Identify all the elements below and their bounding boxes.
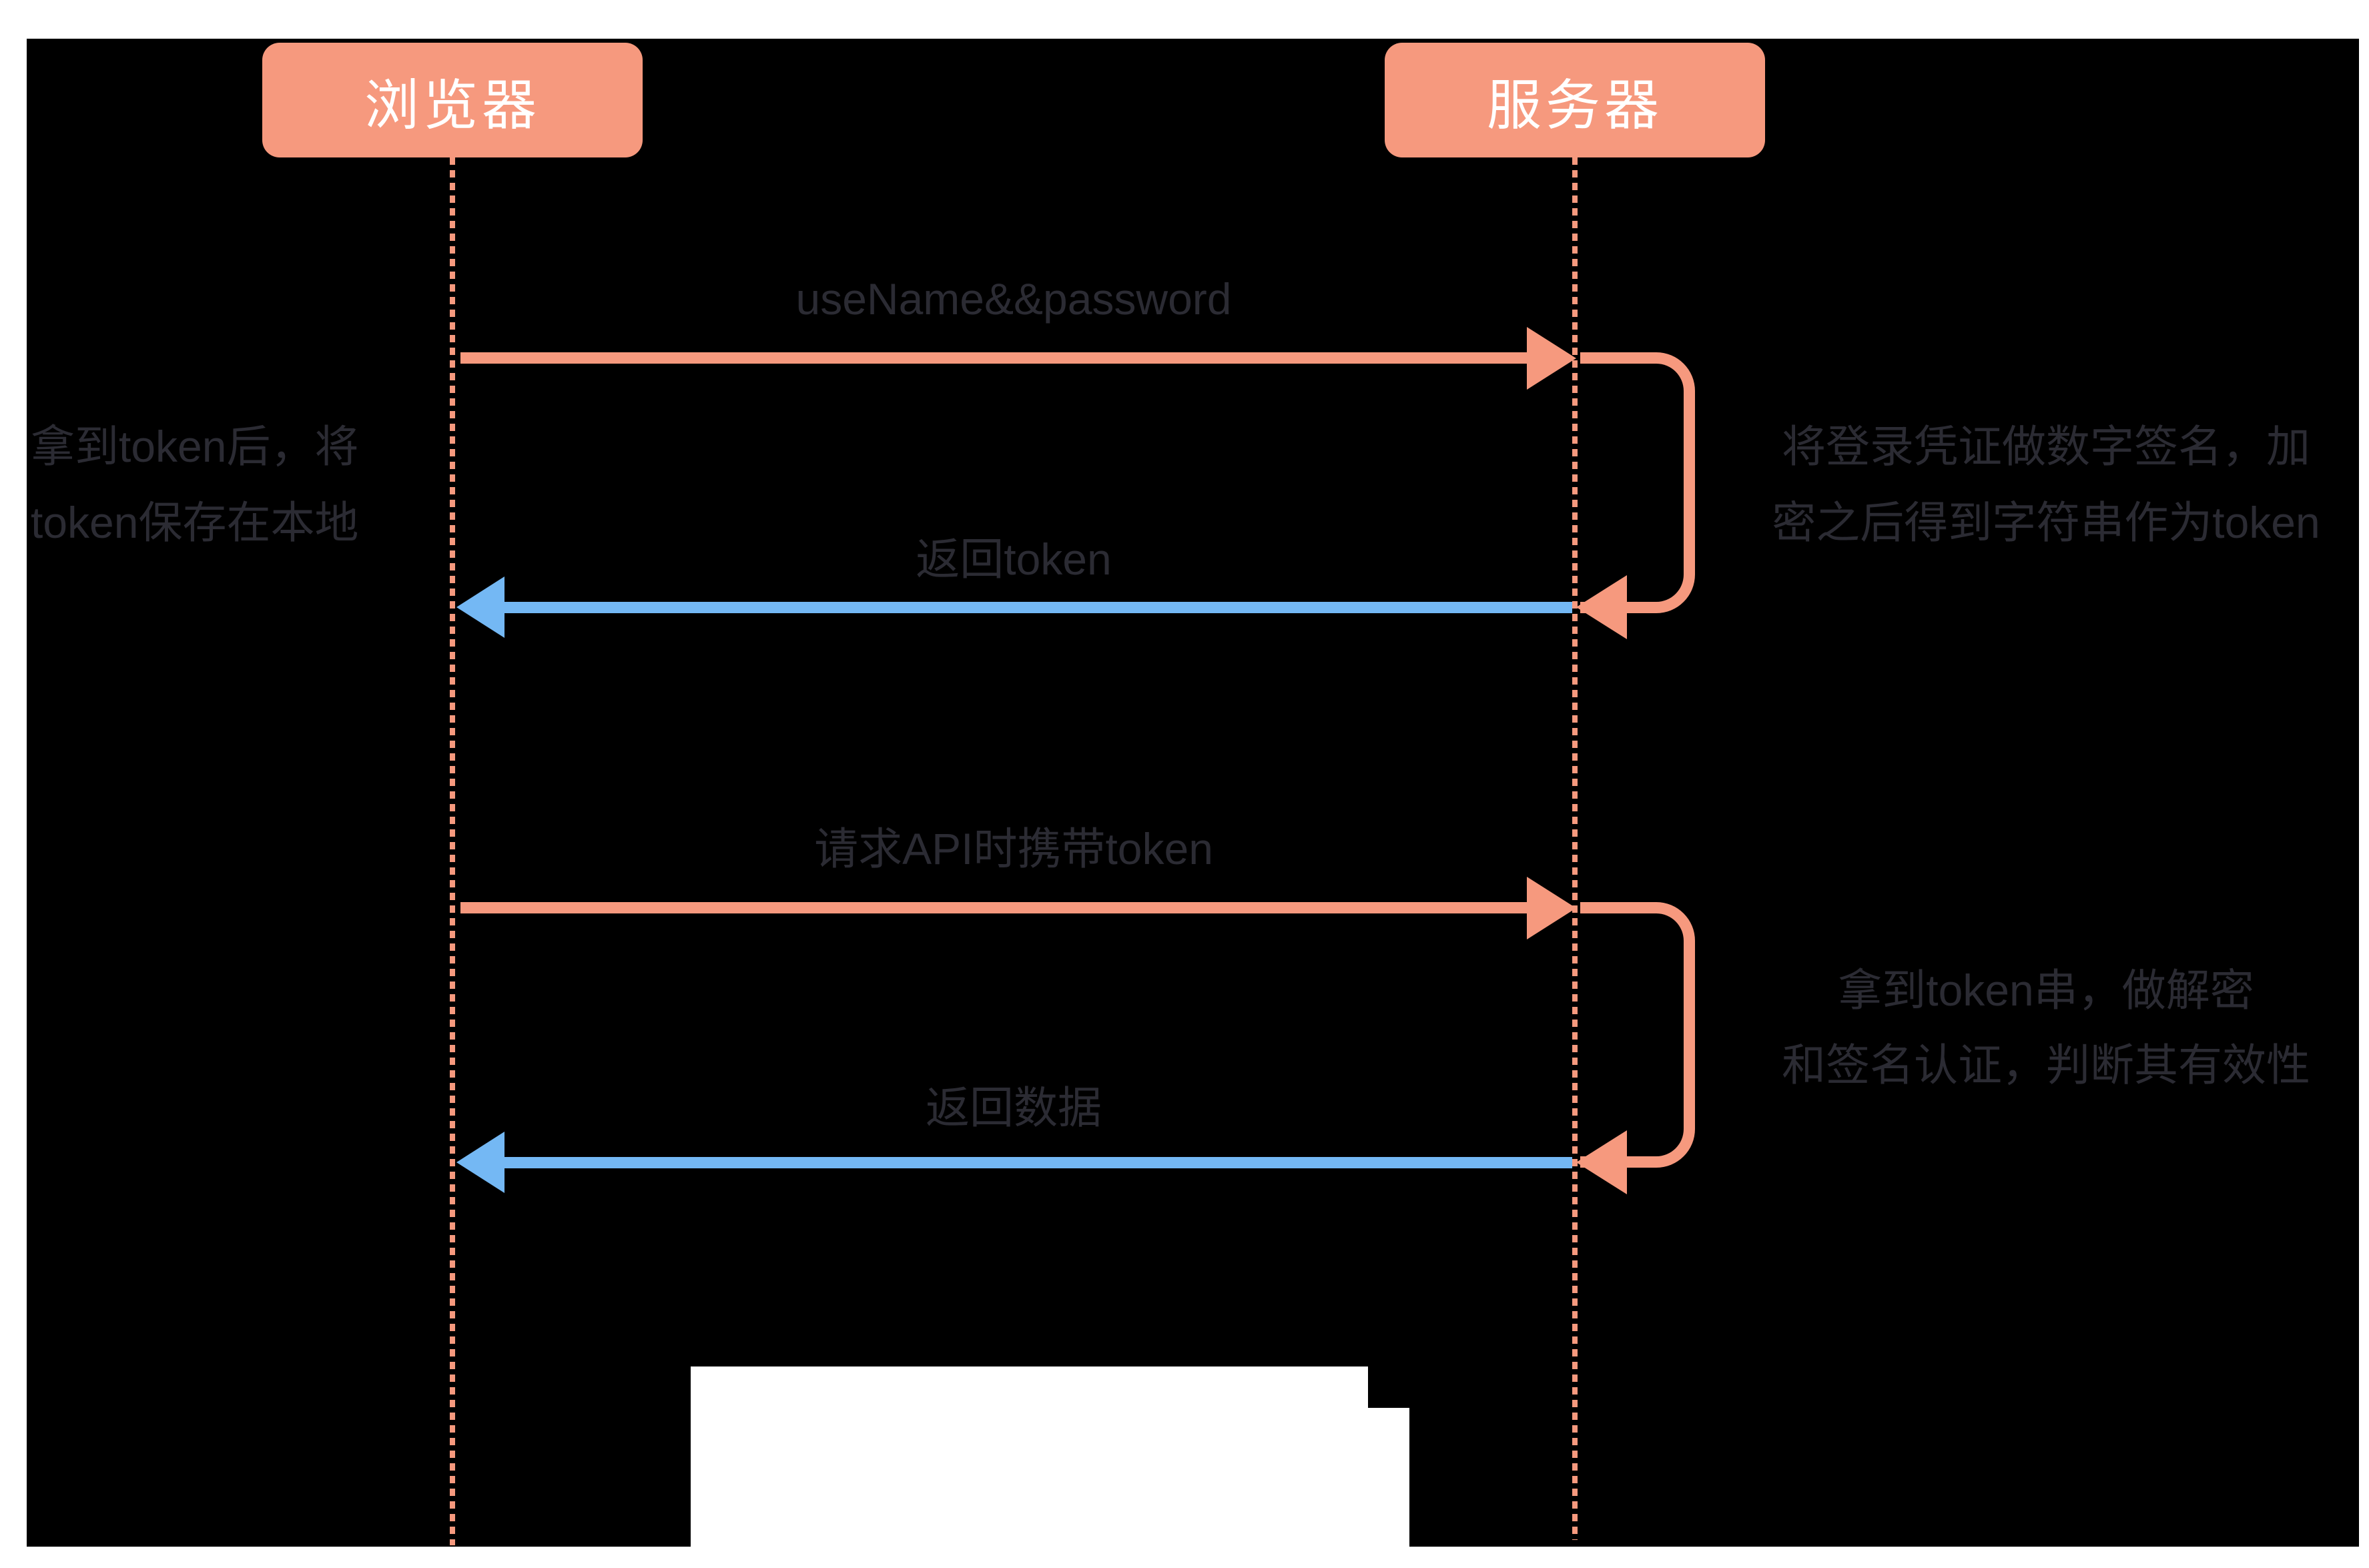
- lifeline-browser: [450, 157, 455, 1545]
- arrowhead-right-icon: [1527, 877, 1576, 939]
- self-call-bracket-verify-token: [1580, 902, 1695, 1168]
- note-browser-save-token: 拿到token后，将 token保存在本地: [31, 408, 605, 560]
- arrowhead-left-icon: [1576, 575, 1627, 639]
- white-artifact-left-strip: [0, 0, 27, 1568]
- arrowhead-left-icon: [456, 1132, 504, 1193]
- note-line: token保存在本地: [31, 498, 359, 547]
- note-line: 拿到token后，将: [31, 422, 359, 471]
- actor-label-server: 服务器: [1486, 75, 1663, 136]
- message-arrow-username-password: [460, 352, 1528, 364]
- message-label-username-password: useName&&password: [795, 274, 1232, 324]
- lifeline-server: [1572, 157, 1578, 1540]
- note-server-sign-token: 将登录凭证做数字签名，加 密之后得到字符串作为token: [1723, 408, 2369, 560]
- message-label-return-token: 返回token: [916, 534, 1112, 584]
- actor-box-browser: 浏览器: [262, 43, 643, 157]
- actor-label-browser: 浏览器: [364, 75, 541, 136]
- note-line: 和签名认证，判断其有效性: [1782, 1040, 2310, 1090]
- note-line: 将登录凭证做数字签名，加: [1782, 422, 2310, 471]
- note-line: 密之后得到字符串作为token: [1772, 498, 2320, 547]
- message-label-request-api: 请求API时携带token: [814, 824, 1213, 873]
- message-arrow-request-api: [460, 902, 1528, 913]
- arrowhead-left-icon: [456, 576, 504, 638]
- message-arrow-return-data: [503, 1157, 1572, 1168]
- arrowhead-right-icon: [1527, 327, 1576, 390]
- message-arrow-return-token: [503, 602, 1572, 613]
- white-artifact-bottom-block-step: [1368, 1408, 1409, 1568]
- note-line: 拿到token串，做解密: [1838, 965, 2254, 1015]
- message-label-return-data: 返回数据: [926, 1083, 1102, 1132]
- note-server-verify-token: 拿到token串，做解密 和签名认证，判断其有效性: [1723, 953, 2369, 1102]
- white-artifact-top-strip: [0, 0, 2369, 39]
- white-artifact-right-strip: [2359, 0, 2369, 1568]
- self-call-bracket-sign-token: [1580, 352, 1695, 613]
- white-artifact-bottom-block: [691, 1366, 1368, 1568]
- arrowhead-left-icon: [1576, 1130, 1627, 1194]
- actor-box-server: 服务器: [1385, 43, 1765, 157]
